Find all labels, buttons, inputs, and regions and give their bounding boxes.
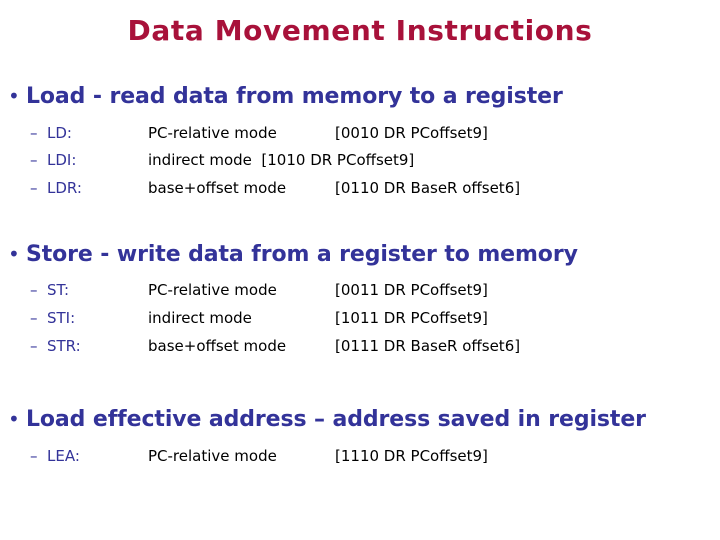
- bullet-dot-icon: •: [8, 407, 20, 431]
- sub-item-label: LDR:: [47, 179, 82, 197]
- sub-item-mode: base+offset mode: [148, 337, 287, 355]
- sub-item-mode: PC-relative mode: [148, 124, 277, 142]
- dash-icon: –: [30, 309, 38, 327]
- dash-icon: –: [30, 151, 38, 169]
- sub-item-label: STI:: [47, 309, 76, 327]
- sub-item-mode: indirect mode [1010 DR PCoffset9]: [148, 151, 415, 169]
- bullet-load-text: Load - read data from memory to a regist…: [26, 84, 563, 109]
- dash-icon: –: [30, 124, 38, 142]
- sub-item-label: ST:: [47, 281, 70, 299]
- sub-item-ld: – LD: PC-relative mode [0010 DR PCoffset…: [30, 124, 488, 142]
- dash-icon: –: [30, 281, 38, 299]
- sub-item-encoding: [0011 DR PCoffset9]: [335, 281, 488, 299]
- bullet-dot-icon: •: [8, 242, 20, 266]
- dash-icon: –: [30, 179, 38, 197]
- bullet-lea-text: Load effective address – address saved i…: [26, 407, 646, 432]
- sub-item-ldr: – LDR: base+offset mode [0110 DR BaseR o…: [30, 179, 520, 197]
- sub-item-mode: PC-relative mode: [148, 447, 277, 465]
- sub-item-label: STR:: [47, 337, 81, 355]
- sub-item-mode: PC-relative mode: [148, 281, 277, 299]
- slide-title: Data Movement Instructions: [127, 14, 593, 47]
- sub-item-mode: indirect mode: [148, 309, 252, 327]
- bullet-store-text: Store - write data from a register to me…: [26, 242, 578, 267]
- sub-item-label: LD:: [47, 124, 72, 142]
- dash-icon: –: [30, 447, 38, 465]
- sub-item-encoding: [0010 DR PCoffset9]: [335, 124, 488, 142]
- sub-item-encoding: [0111 DR BaseR offset6]: [335, 337, 521, 355]
- sub-item-st: – ST: PC-relative mode [0011 DR PCoffset…: [30, 281, 488, 299]
- sub-item-label: LDI:: [47, 151, 77, 169]
- bullet-load: • Load - read data from memory to a regi…: [8, 84, 563, 109]
- sub-item-sti: – STI: indirect mode [1011 DR PCoffset9]: [30, 309, 488, 327]
- sub-item-mode: base+offset mode: [148, 179, 287, 197]
- dash-icon: –: [30, 337, 38, 355]
- sub-item-encoding: [0110 DR BaseR offset6]: [335, 179, 521, 197]
- sub-item-encoding: [1011 DR PCoffset9]: [335, 309, 488, 327]
- sub-item-lea: – LEA: PC-relative mode [1110 DR PCoffse…: [30, 447, 488, 465]
- sub-item-str: – STR: base+offset mode [0111 DR BaseR o…: [30, 337, 520, 355]
- bullet-lea: • Load effective address – address saved…: [8, 407, 646, 432]
- sub-item-ldi: – LDI: indirect mode [1010 DR PCoffset9]: [30, 151, 414, 169]
- sub-item-encoding: [1110 DR PCoffset9]: [335, 447, 488, 465]
- bullet-dot-icon: •: [8, 84, 20, 108]
- bullet-store: • Store - write data from a register to …: [8, 242, 578, 267]
- sub-item-label: LEA:: [47, 447, 80, 465]
